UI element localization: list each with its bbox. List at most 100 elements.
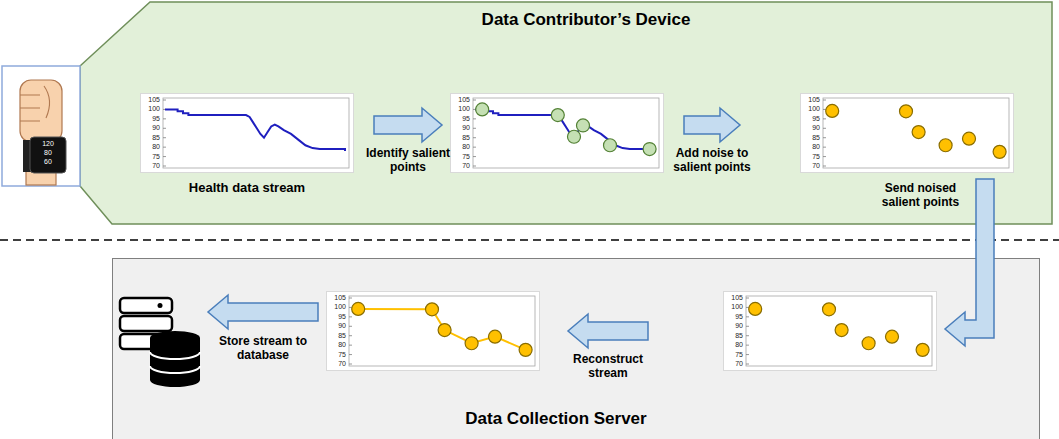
tick-mark xyxy=(349,364,352,365)
tick-mark xyxy=(823,118,826,119)
tick-mark xyxy=(163,147,166,148)
tick-mark xyxy=(473,147,476,148)
tick-mark xyxy=(746,364,749,365)
wearable-icon xyxy=(2,66,80,186)
tick-mark xyxy=(163,166,166,167)
chart-plot xyxy=(141,94,353,172)
axis-tick-label: 70 xyxy=(141,161,160,171)
tick-mark xyxy=(349,335,352,336)
axis-tick-label: 75 xyxy=(141,152,160,162)
tick-mark xyxy=(823,166,826,167)
axis-tick-label: 90 xyxy=(141,123,160,133)
plot-frame xyxy=(823,98,1009,168)
salient-point xyxy=(568,130,581,143)
axis-tick-label: 75 xyxy=(451,152,470,162)
plot-frame xyxy=(349,296,535,366)
salient-point xyxy=(823,303,836,316)
salient-point xyxy=(519,343,532,356)
step-label: Send noised salient points xyxy=(873,181,968,209)
tick-mark xyxy=(349,354,352,355)
salient-point xyxy=(426,303,439,316)
fist xyxy=(20,80,62,142)
salient-point xyxy=(643,143,656,156)
axis-tick-label: 95 xyxy=(141,114,160,124)
axis-tick-label: 90 xyxy=(724,321,743,331)
tick-mark xyxy=(163,118,166,119)
axis-tick-label: 90 xyxy=(451,123,470,133)
salient-point xyxy=(886,330,899,343)
salient-point xyxy=(900,105,913,118)
data-line xyxy=(165,109,345,150)
finger-lines xyxy=(20,86,50,121)
salient-point xyxy=(489,330,502,343)
tick-mark xyxy=(473,156,476,157)
salient-point xyxy=(912,126,925,139)
axis-tick-label: 80 xyxy=(801,142,820,152)
salient-chart: 105100959085807570 xyxy=(450,93,664,173)
axis-tick-label: 75 xyxy=(801,152,820,162)
tick-mark xyxy=(746,316,749,317)
chart-plot xyxy=(801,94,1013,172)
axis-tick-label: 70 xyxy=(327,359,346,369)
plot-frame xyxy=(473,98,659,168)
tick-mark xyxy=(823,100,826,101)
reconstructed-chart: 105100959085807570 xyxy=(326,291,540,371)
axis-tick-label: 100 xyxy=(327,302,346,312)
axis-tick-label: 90 xyxy=(327,321,346,331)
axis-tick-label: 80 xyxy=(327,340,346,350)
axis-tick-label: 85 xyxy=(801,133,820,143)
salient-point xyxy=(438,324,451,337)
step-label: Reconstruct stream xyxy=(566,352,651,380)
axis-tick-label: 100 xyxy=(141,104,160,114)
tick-mark xyxy=(349,316,352,317)
tick-mark xyxy=(823,147,826,148)
axis-tick-label: 105 xyxy=(724,293,743,303)
salient-point xyxy=(577,119,590,132)
data-line xyxy=(358,309,525,350)
watch-reading: 60 xyxy=(30,158,66,166)
tick-mark xyxy=(473,128,476,129)
axis-tick-label: 85 xyxy=(724,331,743,341)
salient-point xyxy=(993,145,1006,158)
panel-title: Data Contributor’s Device xyxy=(120,10,1052,30)
icon-frame xyxy=(2,66,80,186)
tick-mark xyxy=(163,128,166,129)
plot-frame xyxy=(163,98,349,168)
salient-point xyxy=(916,343,929,356)
tick-mark xyxy=(746,354,749,355)
axis-tick-label: 85 xyxy=(451,133,470,143)
tick-mark xyxy=(473,166,476,167)
tick-mark xyxy=(349,345,352,346)
axis-tick-label: 105 xyxy=(327,293,346,303)
step-label: Identify salient points xyxy=(364,146,452,174)
axis-tick-label: 70 xyxy=(724,359,743,369)
tick-mark xyxy=(746,326,749,327)
axis-tick-label: 80 xyxy=(724,340,743,350)
axis-tick-label: 95 xyxy=(724,312,743,322)
axis-tick-label: 80 xyxy=(141,142,160,152)
salient-point xyxy=(352,302,365,315)
axis-tick-label: 105 xyxy=(451,95,470,105)
tick-mark xyxy=(823,128,826,129)
tick-mark xyxy=(823,137,826,138)
panel-title: Data Collection Server xyxy=(113,409,999,429)
step-label: Store stream to database xyxy=(217,334,309,362)
panel-shape xyxy=(80,2,1052,224)
tick-mark xyxy=(349,326,352,327)
salient-point xyxy=(465,337,478,350)
dashed-divider xyxy=(0,239,1059,241)
chart-plot xyxy=(327,292,539,370)
chart-plot xyxy=(724,292,936,370)
data-line xyxy=(475,109,655,150)
step-label: Add noise to salient points xyxy=(665,146,760,174)
tick-mark xyxy=(163,156,166,157)
tick-mark xyxy=(349,298,352,299)
axis-tick-label: 85 xyxy=(327,331,346,341)
axis-tick-label: 70 xyxy=(801,161,820,171)
tick-mark xyxy=(163,137,166,138)
axis-tick-label: 90 xyxy=(801,123,820,133)
tick-mark xyxy=(746,335,749,336)
tick-mark xyxy=(473,118,476,119)
salient-point xyxy=(551,109,564,122)
